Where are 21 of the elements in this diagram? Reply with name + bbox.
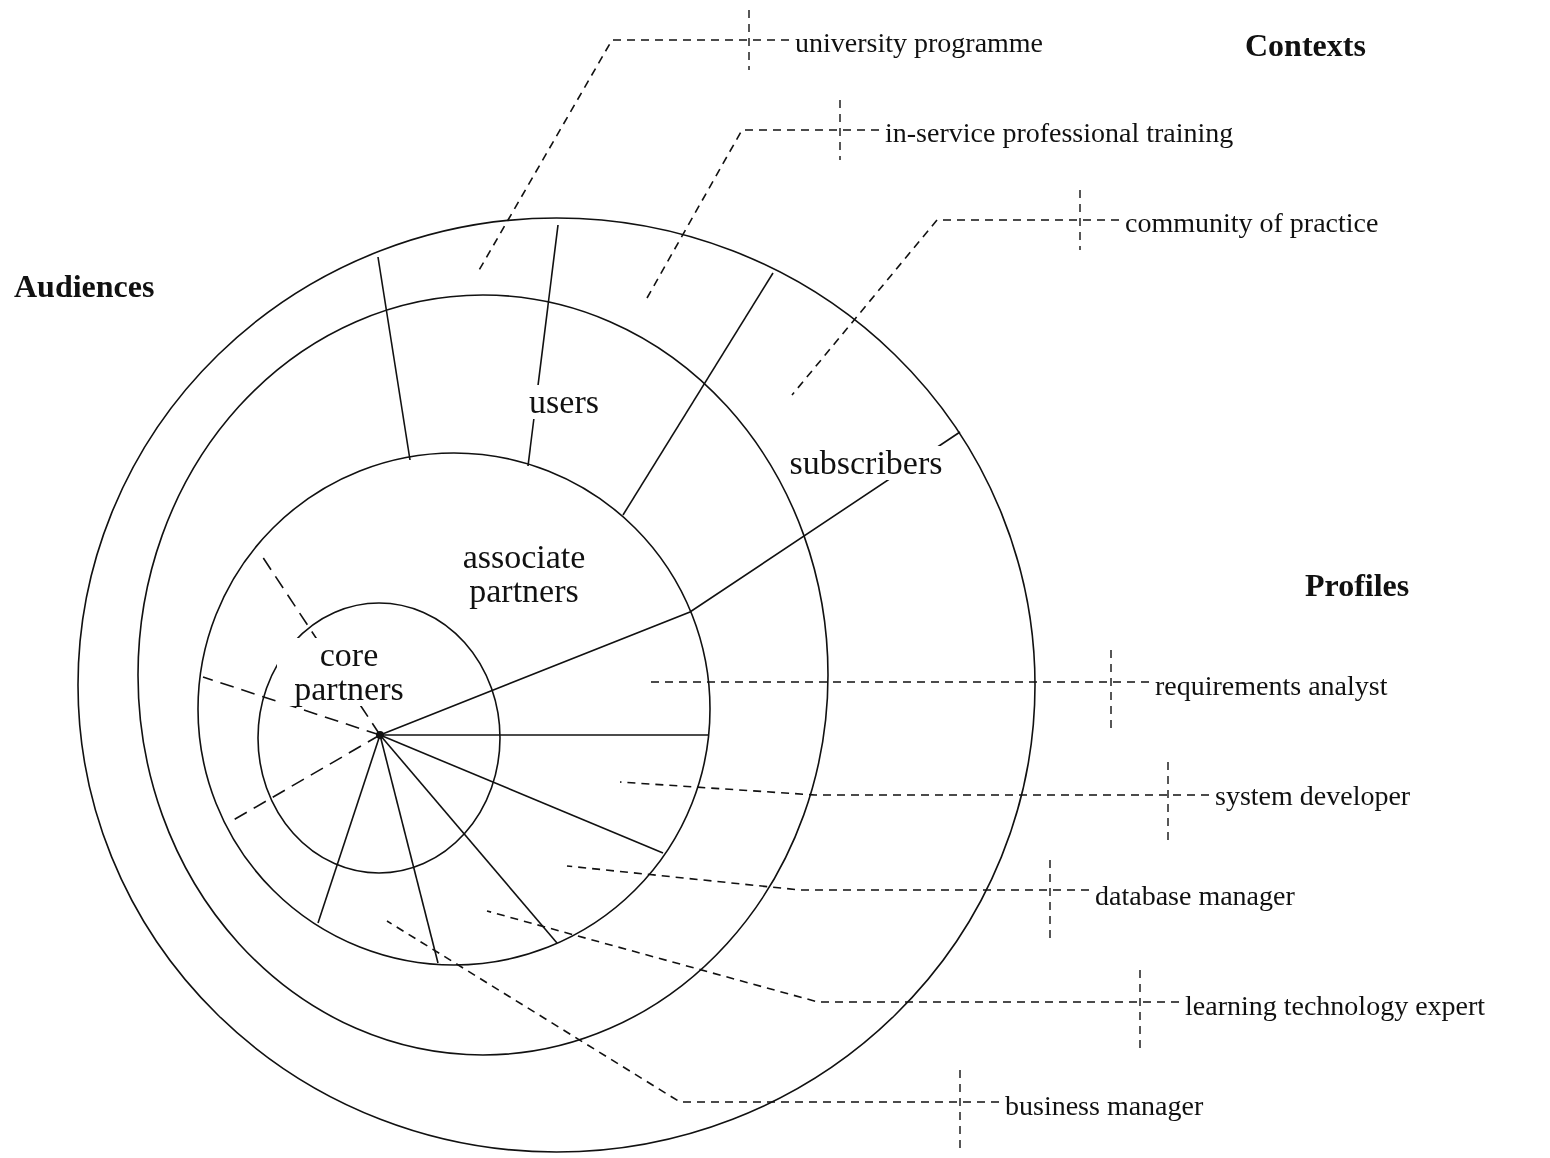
leader-text: learning technology expert <box>1185 992 1486 1020</box>
leader-text: database manager <box>1095 882 1295 910</box>
leader-text: community of practice <box>1125 209 1379 237</box>
leader-text: requirements analyst <box>1155 672 1388 700</box>
leader-line <box>386 920 1000 1103</box>
leader-text: in-service professional training <box>885 119 1234 147</box>
leader-line <box>791 219 1120 396</box>
leader-text: business manager <box>1005 1092 1204 1120</box>
leader-line <box>619 781 1210 796</box>
leader-text: system developer <box>1215 782 1411 810</box>
ring-ellipse <box>198 453 710 965</box>
leader-line <box>486 910 1180 1003</box>
leader-line <box>566 865 1090 891</box>
ring-label: subscribers <box>787 446 945 480</box>
leader-text: university programme <box>795 29 1044 57</box>
section-heading: Audiences <box>14 270 155 302</box>
leader-line <box>646 129 880 299</box>
ring-label: users <box>527 385 601 419</box>
leader-line <box>649 681 1150 683</box>
section-heading: Contexts <box>1245 29 1366 61</box>
section-heading: Profiles <box>1305 569 1410 601</box>
